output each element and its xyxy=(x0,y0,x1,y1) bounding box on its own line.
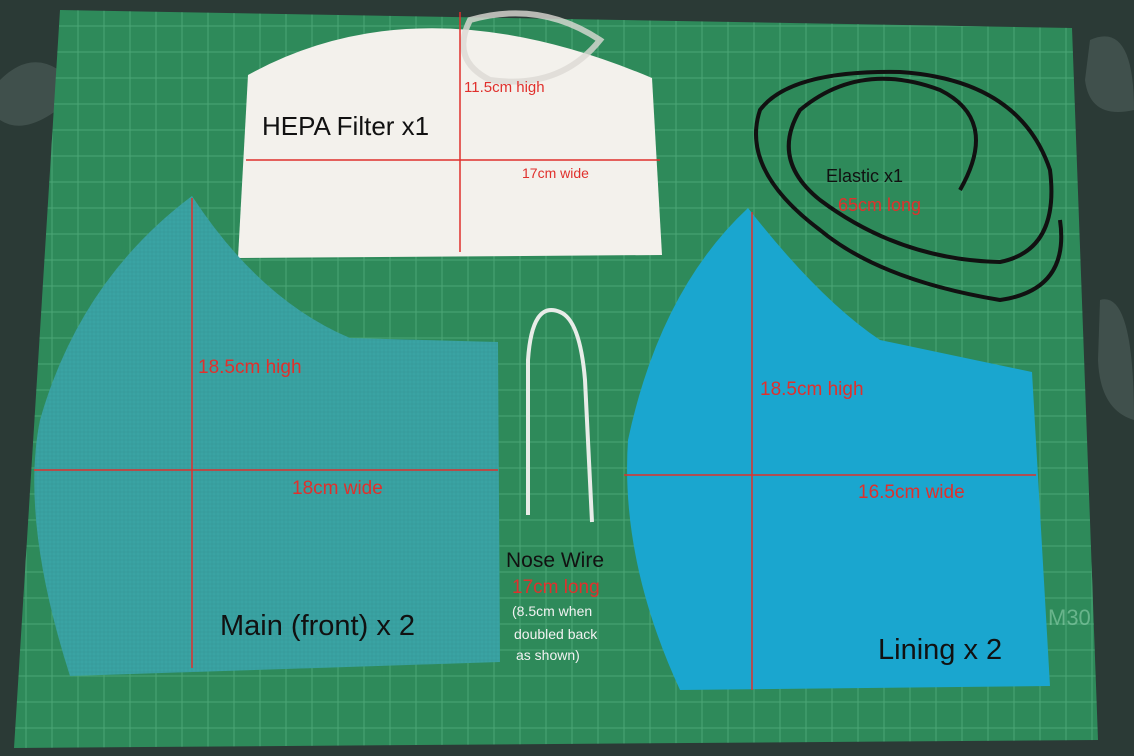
main-height-label: 18.5cm high xyxy=(198,357,302,378)
table-ornament xyxy=(1085,36,1134,113)
main-width-label: 18cm wide xyxy=(292,478,383,499)
main-front-weave xyxy=(34,196,501,676)
elastic-length: 65cm long xyxy=(838,195,922,215)
nose-wire-note-1: (8.5cm when xyxy=(512,603,593,619)
nose-wire-title: Nose Wire xyxy=(506,549,605,572)
hepa-width-label: 17cm wide xyxy=(522,165,589,181)
hepa-filter-title: HEPA Filter x1 xyxy=(262,111,430,141)
main-front-title: Main (front) x 2 xyxy=(220,610,415,642)
nose-wire-length: 17cm long xyxy=(512,577,600,598)
lining-title: Lining x 2 xyxy=(878,634,1003,666)
lining-width-label: 16.5cm wide xyxy=(858,482,965,503)
elastic-cord xyxy=(754,69,1064,303)
nose-wire xyxy=(526,308,594,523)
table-ornament xyxy=(1098,299,1134,420)
elastic-title: Elastic x1 xyxy=(826,166,904,186)
nose-wire-note-3: as shown) xyxy=(516,647,580,663)
hepa-filter-print xyxy=(460,10,605,85)
lining-height-label: 18.5cm high xyxy=(760,379,864,400)
mat-marking: M30 xyxy=(1048,605,1091,630)
hepa-filter-piece xyxy=(238,28,662,258)
nose-wire-note-2: doubled back xyxy=(514,626,598,642)
lining-piece xyxy=(627,208,1050,690)
hepa-height-label: 11.5cm high xyxy=(464,79,545,96)
